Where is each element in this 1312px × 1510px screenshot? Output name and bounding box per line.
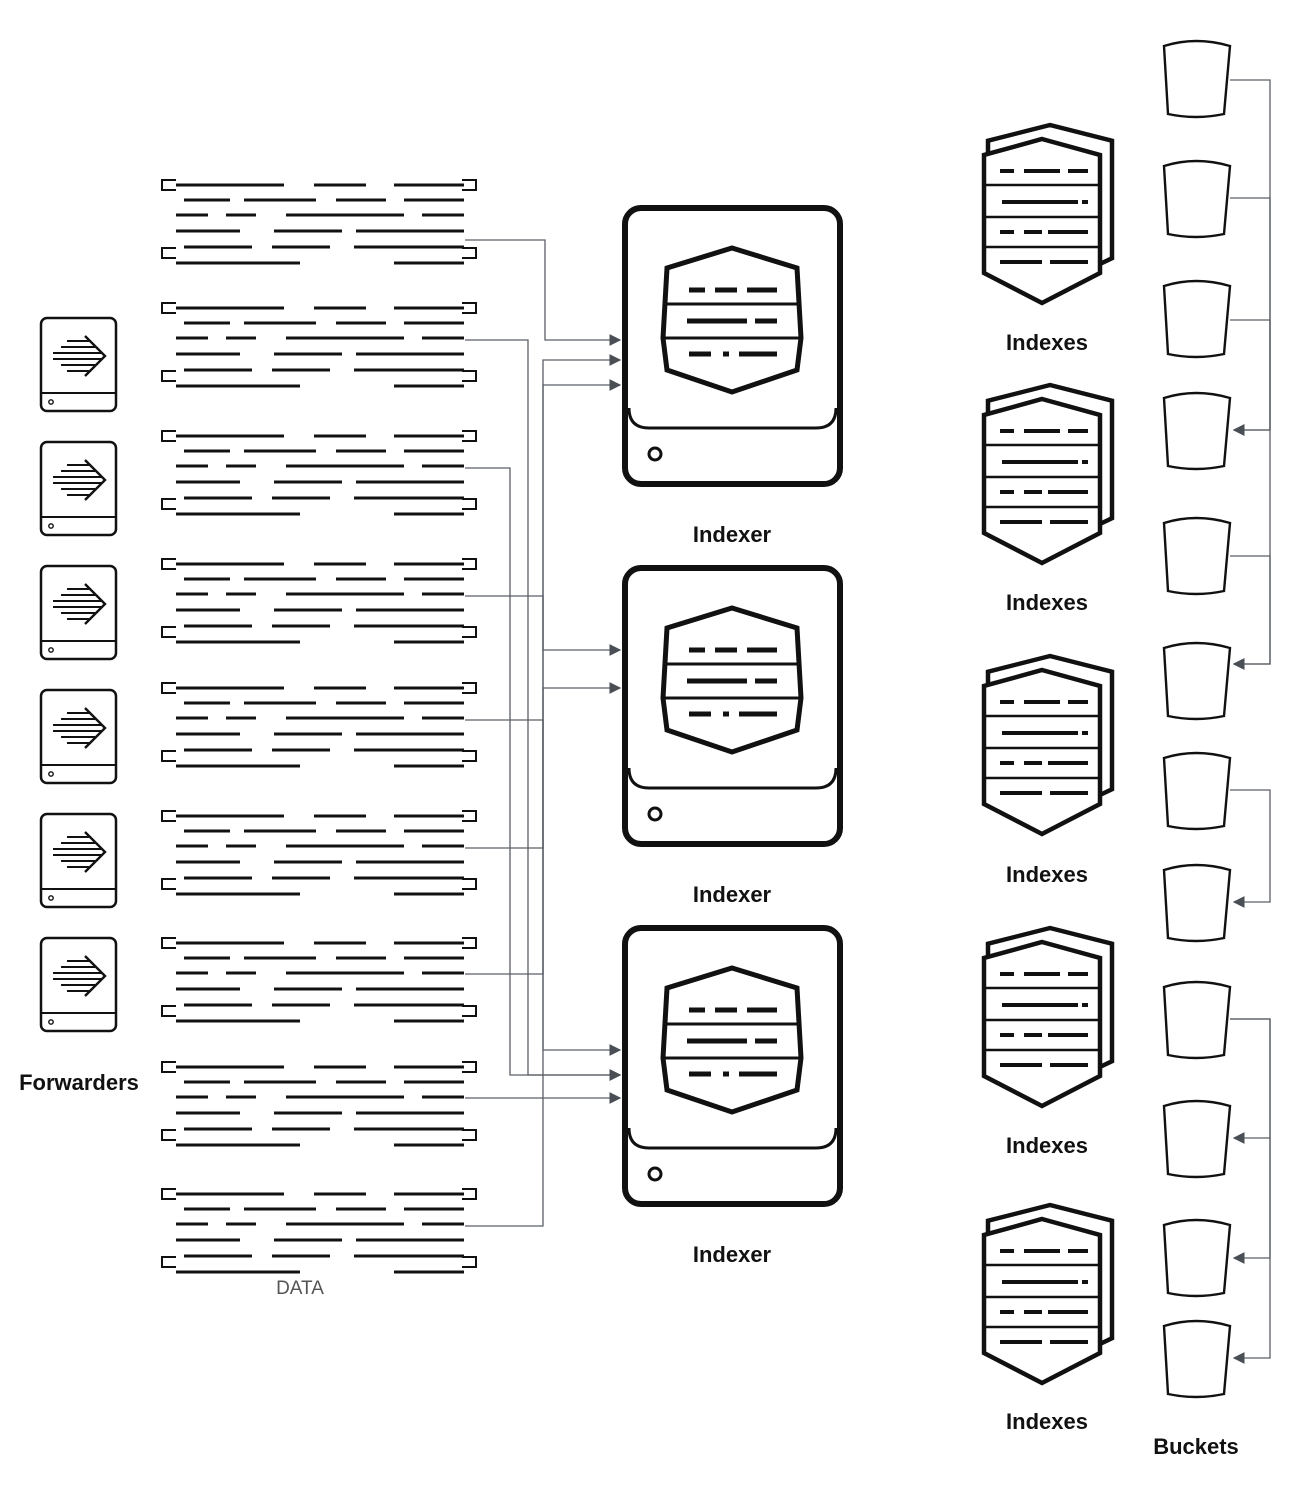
bucket-connector-arrow (1230, 79, 1271, 436)
indexes-stack-icon (981, 382, 1115, 566)
bucket-icon (1162, 863, 1232, 943)
indexes-group (981, 122, 1115, 1386)
data-stream-icon (161, 1061, 477, 1147)
indexes-stack-icon (981, 1202, 1115, 1386)
bucket-icon (1162, 391, 1232, 471)
bucket-connector-arrow (1230, 555, 1271, 670)
indexer-server-icon (622, 565, 843, 847)
data-stream-icon (161, 937, 477, 1023)
indexes-stack-icon (981, 653, 1115, 837)
bucket-connector-arrow (1230, 197, 1271, 670)
bucket-icon (1162, 516, 1232, 596)
forwarder-icon (39, 936, 118, 1033)
bucket-icon (1162, 39, 1232, 119)
bucket-connector-arrow (1230, 789, 1271, 908)
indexes-stack-icon (981, 925, 1115, 1109)
indexes-label-1: Indexes (1006, 330, 1088, 355)
connector-arrow (465, 379, 622, 1227)
data-stream-icon (161, 558, 477, 644)
bucket-connector-arrow (1230, 1018, 1271, 1144)
indexers-group (622, 205, 843, 1207)
bucket-icon (1162, 980, 1232, 1060)
forwarder-icon (39, 688, 118, 785)
connector-arrow (465, 467, 622, 1081)
indexer-label-3: Indexer (693, 1242, 772, 1267)
data-stream-icon (161, 1188, 477, 1274)
bucket-icon (1162, 751, 1232, 831)
forwarder-icon (39, 812, 118, 909)
data-stream-icon (161, 682, 477, 768)
buckets-group (1162, 39, 1232, 1399)
indexes-stack-icon (981, 122, 1115, 306)
data-stream-icon (161, 302, 477, 388)
bucket-icon (1162, 1218, 1232, 1298)
indexer-server-icon (622, 925, 843, 1207)
indexer-server-icon (622, 205, 843, 487)
indexes-label-2: Indexes (1006, 590, 1088, 615)
indexes-label-5: Indexes (1006, 1409, 1088, 1434)
bucket-connector-arrow (1232, 1138, 1271, 1364)
indexes-label-4: Indexes (1006, 1133, 1088, 1158)
bucket-icon (1162, 1319, 1232, 1399)
buckets-label: Buckets (1153, 1434, 1239, 1459)
data-label: DATA (276, 1278, 324, 1299)
forwarder-icon (39, 564, 118, 661)
forwarder-icon (39, 440, 118, 537)
bucket-icon (1162, 279, 1232, 359)
indexes-label-3: Indexes (1006, 862, 1088, 887)
bucket-icon (1162, 1099, 1232, 1179)
data-stream-icon (161, 179, 477, 265)
data-stream-icon (161, 810, 477, 896)
data-blocks (161, 179, 477, 1274)
bucket-connector-lines (1230, 79, 1271, 1364)
forwarders-group (39, 316, 118, 1033)
forwarder-icon (39, 316, 118, 413)
indexer-label-1: Indexer (693, 522, 772, 547)
connector-lines (465, 239, 622, 1227)
connector-arrow (465, 239, 622, 346)
bucket-icon (1162, 641, 1232, 721)
indexer-label-2: Indexer (693, 882, 772, 907)
forwarders-label: Forwarders (19, 1070, 139, 1095)
data-stream-icon (161, 430, 477, 516)
bucket-connector-arrow (1230, 319, 1271, 436)
bucket-icon (1162, 159, 1232, 239)
